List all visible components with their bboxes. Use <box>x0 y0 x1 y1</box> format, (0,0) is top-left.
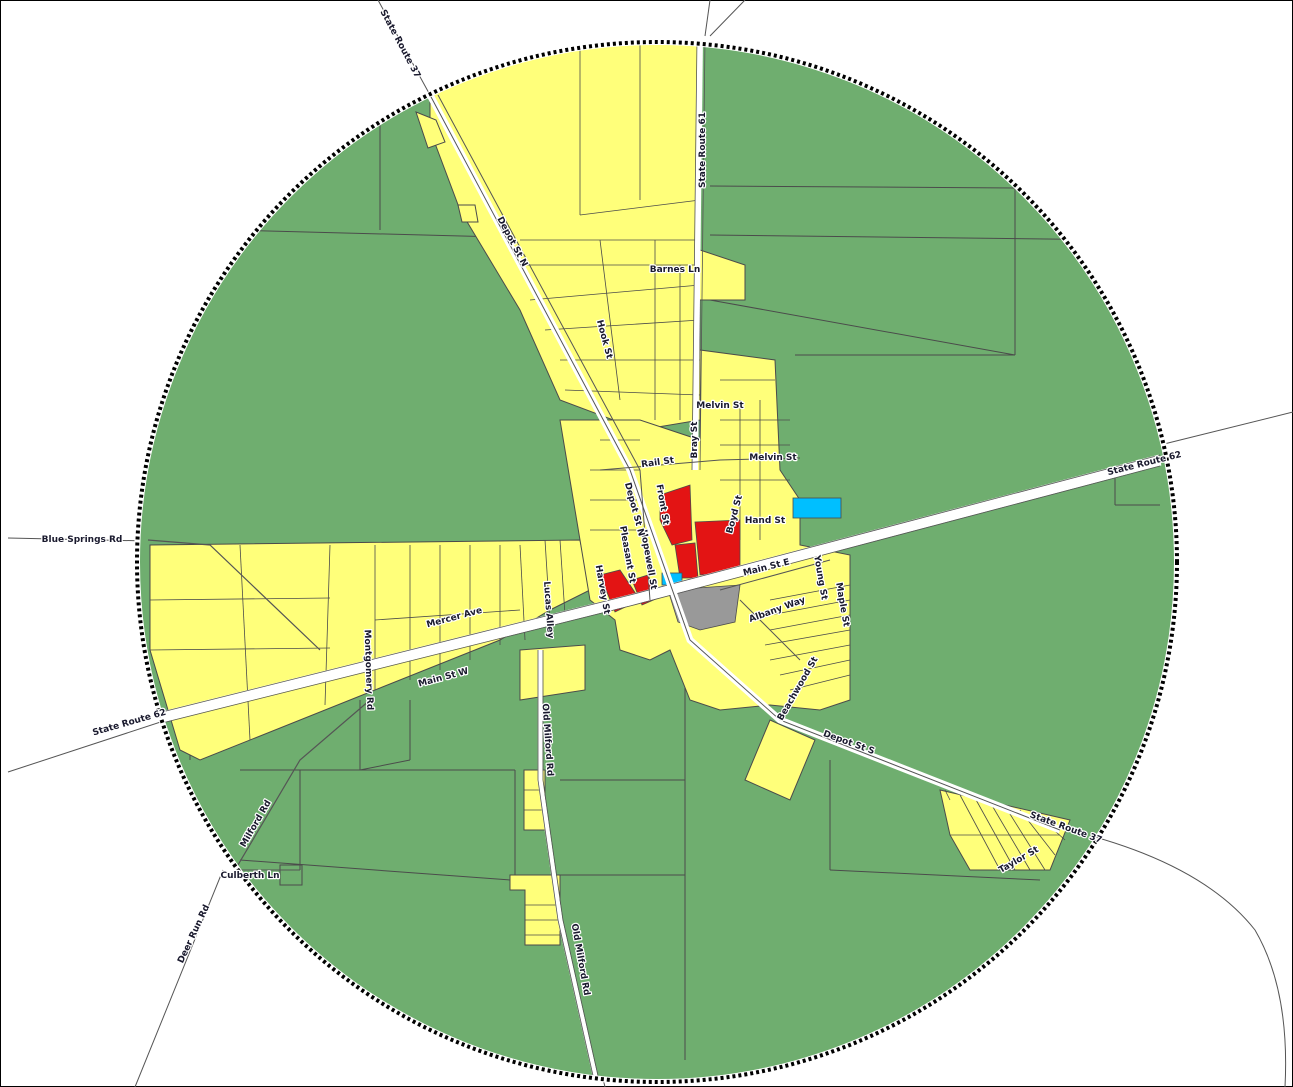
svg-text:Bray St: Bray St <box>690 421 700 459</box>
label-bray-st: Bray St <box>690 421 700 459</box>
residential-north-small-2 <box>457 204 479 223</box>
institutional-parcel-1 <box>792 497 842 519</box>
residential-north-small-1 <box>415 111 446 149</box>
label-montgomery-rd: Montgomery Rd <box>362 629 375 710</box>
residential-north <box>429 42 746 431</box>
label-hand-st: Hand St <box>745 516 786 526</box>
label-deer-run-rd: Deer Run Rd <box>176 903 212 965</box>
commercial-block-1 <box>659 484 693 546</box>
road-network <box>147 42 1162 1081</box>
residential-parcel-lines <box>149 42 1066 936</box>
residential-south-parcel <box>744 719 816 801</box>
label-melvin-st-1: Melvin St <box>696 401 744 411</box>
label-state-route-37-north: State Route 37 <box>378 8 423 80</box>
svg-text:Montgomery Rd: Montgomery Rd <box>362 629 375 710</box>
svg-text:State Route 61: State Route 61 <box>698 112 708 188</box>
svg-text:Melvin St: Melvin St <box>749 453 797 463</box>
commercial-areas <box>599 484 741 613</box>
svg-text:Barnes Ln: Barnes Ln <box>650 265 701 275</box>
residential-southeast <box>939 789 1071 871</box>
label-culberth-ln: Culberth Ln <box>220 871 279 881</box>
svg-text:Culberth Ln: Culberth Ln <box>220 871 279 881</box>
label-lucas-alley: Lucas Alley <box>541 581 555 639</box>
label-state-route-61: State Route 61 <box>698 112 708 188</box>
label-rail-st: Rail St <box>641 456 676 471</box>
svg-text:Hand St: Hand St <box>745 516 786 526</box>
svg-text:Blue Springs Rd: Blue Springs Rd <box>42 535 123 545</box>
land-use-layer <box>137 42 1177 1082</box>
agricultural-parcel-lines <box>149 97 1160 1060</box>
residential-southwest-strip <box>509 874 561 946</box>
residential-south-west-parcel <box>519 644 586 701</box>
study-area-boundary <box>135 40 1179 1084</box>
label-melvin-st-2: Melvin St <box>749 453 797 463</box>
svg-text:Melvin St: Melvin St <box>696 401 744 411</box>
label-blue-springs-rd: Blue Springs Rd <box>42 535 123 545</box>
label-barnes-ln: Barnes Ln <box>650 265 701 275</box>
